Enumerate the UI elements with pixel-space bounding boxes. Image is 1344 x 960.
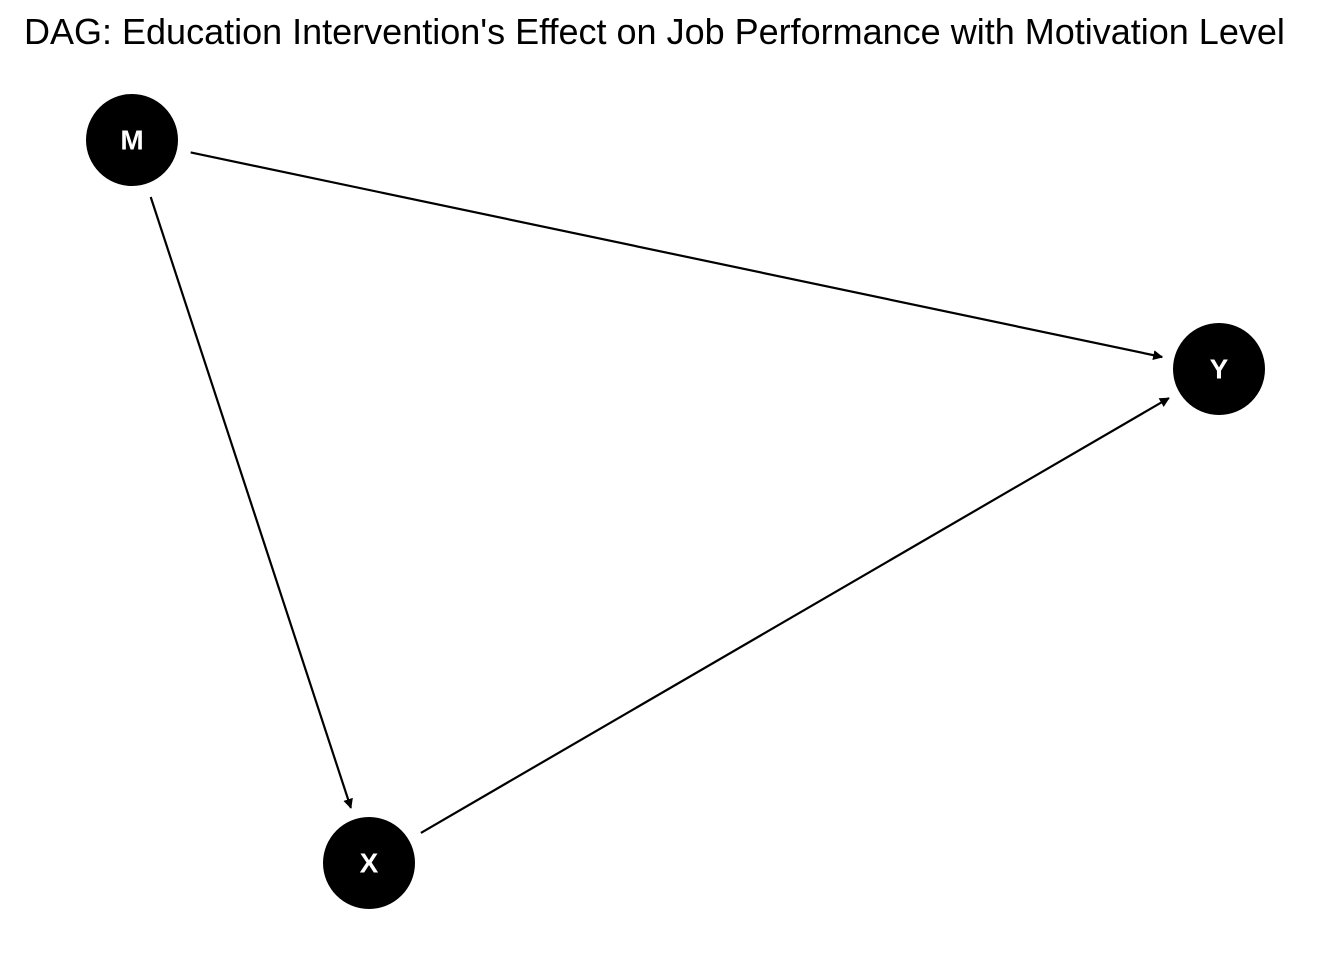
edges-layer xyxy=(149,151,1170,834)
nodes-layer: M X Y xyxy=(86,94,1265,909)
edge-m-to-x xyxy=(149,196,353,809)
edge-x-to-y xyxy=(420,397,1170,834)
node-label-y: Y xyxy=(1210,353,1229,384)
node-label-x: X xyxy=(360,847,379,878)
diagram-title: DAG: Education Intervention's Effect on … xyxy=(24,11,1285,52)
node-x: X xyxy=(323,817,415,909)
node-circle-y xyxy=(1173,323,1265,415)
node-m: M xyxy=(86,94,178,186)
node-circle-x xyxy=(323,817,415,909)
node-label-m: M xyxy=(120,124,143,155)
edge-m-to-y xyxy=(190,151,1164,361)
node-circle-m xyxy=(86,94,178,186)
node-y: Y xyxy=(1173,323,1265,415)
